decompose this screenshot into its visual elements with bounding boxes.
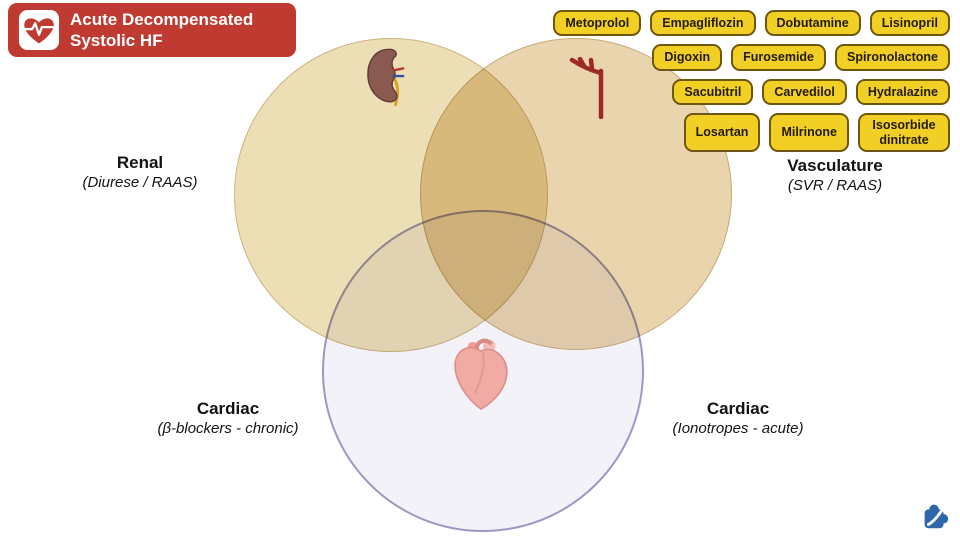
- drug-chip-losartan: Losartan: [683, 113, 761, 152]
- drug-chip-row-4: Losartan Milrinone Isosorbide dinitrate: [683, 113, 950, 152]
- label-renal-title: Renal: [116, 153, 164, 172]
- kidney-icon: [367, 48, 405, 107]
- drug-chip-spironolactone: Spironolactone: [835, 44, 950, 71]
- heart-ecg-icon: [18, 9, 60, 51]
- label-renal: Renal (Diurese / RAAS): [55, 153, 225, 191]
- artery-icon: [569, 57, 604, 119]
- heart-icon: [454, 338, 508, 410]
- label-cardiac-acute-subtitle: (Ionotropes - acute): [672, 420, 804, 437]
- drug-chip-empagliflozin: Empagliflozin: [650, 10, 756, 37]
- page-title: Acute Decompensated Systolic HF: [70, 9, 253, 52]
- drug-chip-row-2: Digoxin Furosemide Spironolactone: [652, 44, 950, 71]
- drug-chip-lisinopril: Lisinopril: [869, 10, 950, 37]
- page-title-line1: Acute Decompensated: [70, 9, 254, 29]
- drug-chip-digoxin: Digoxin: [652, 44, 723, 71]
- drug-chip-dobutamine: Dobutamine: [764, 10, 861, 37]
- drug-chip-isosorbide-dinitrate: Isosorbide dinitrate: [858, 113, 950, 152]
- drug-chip-sacubitril: Sacubitril: [672, 78, 754, 106]
- label-renal-subtitle: (Diurese / RAAS): [82, 174, 198, 191]
- label-cardiac-acute: Cardiac (Ionotropes - acute): [643, 399, 833, 437]
- label-vasculature: Vasculature (SVR / RAAS): [745, 156, 925, 194]
- label-cardiac-acute-title: Cardiac: [706, 399, 770, 418]
- label-vasculature-title: Vasculature: [787, 156, 883, 175]
- label-vasculature-subtitle: (SVR / RAAS): [787, 177, 883, 194]
- drug-chip-milrinone: Milrinone: [769, 113, 849, 152]
- drug-chip-row-1: Metoprolol Empagliflozin Dobutamine Lisi…: [553, 10, 950, 37]
- label-cardiac-chronic-title: Cardiac: [196, 399, 260, 418]
- drug-chip-carvedilol: Carvedilol: [762, 78, 847, 106]
- label-cardiac-chronic: Cardiac (β-blockers - chronic): [128, 399, 328, 437]
- label-cardiac-chronic-subtitle: (β-blockers - chronic): [157, 420, 299, 437]
- page-title-line2: Systolic HF: [70, 31, 163, 50]
- header-badge: Acute Decompensated Systolic HF: [8, 3, 296, 57]
- drug-chip-panel: Metoprolol Empagliflozin Dobutamine Lisi…: [553, 10, 950, 152]
- drug-chip-furosemide: Furosemide: [731, 44, 827, 71]
- drug-chip-row-3: Sacubitril Carvedilol Hydralazine: [672, 78, 950, 106]
- puzzle-piece-logo-icon: [924, 504, 949, 529]
- drug-chip-metoprolol: Metoprolol: [553, 10, 642, 37]
- drug-chip-hydralazine: Hydralazine: [855, 78, 950, 106]
